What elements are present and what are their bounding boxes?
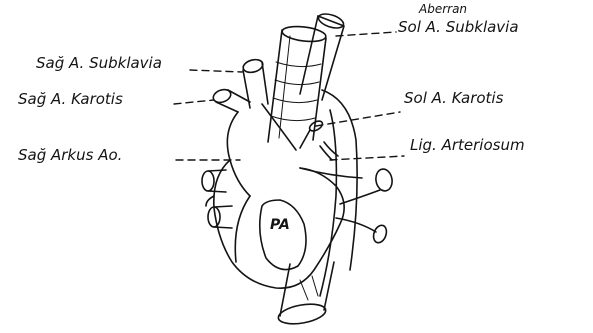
label-sol-a-subklavia: Sol A. Subklavia [398, 20, 519, 35]
label-sag-a-subklavia: Sağ A. Subklavia [36, 56, 162, 71]
label-aberran: Aberran [419, 3, 467, 15]
label-sag-a-karotis: Sağ A. Karotis [18, 92, 123, 107]
left-carotid-artery [300, 119, 324, 148]
leader-sol-a-subklavia [336, 32, 396, 36]
label-lig-arteriosum: Lig. Arteriosum [410, 138, 525, 153]
leader-lig-arteriosum [330, 156, 404, 160]
right-carotid-artery [211, 87, 250, 112]
leader-sag-a-subklavia [190, 70, 242, 72]
leader-sol-a-karotis [316, 112, 400, 126]
right-aortic-arch [227, 104, 296, 262]
pulmonary-branches [300, 168, 394, 245]
label-sag-arkus-ao: Sağ Arkus Ao. [18, 148, 122, 163]
pulmonary-artery-trunk [260, 200, 306, 270]
label-pa: PA [270, 218, 290, 232]
aberrant-left-subclavian-artery [300, 11, 345, 100]
leader-sag-a-karotis [174, 100, 214, 104]
label-sol-a-karotis: Sol A. Karotis [404, 91, 503, 106]
